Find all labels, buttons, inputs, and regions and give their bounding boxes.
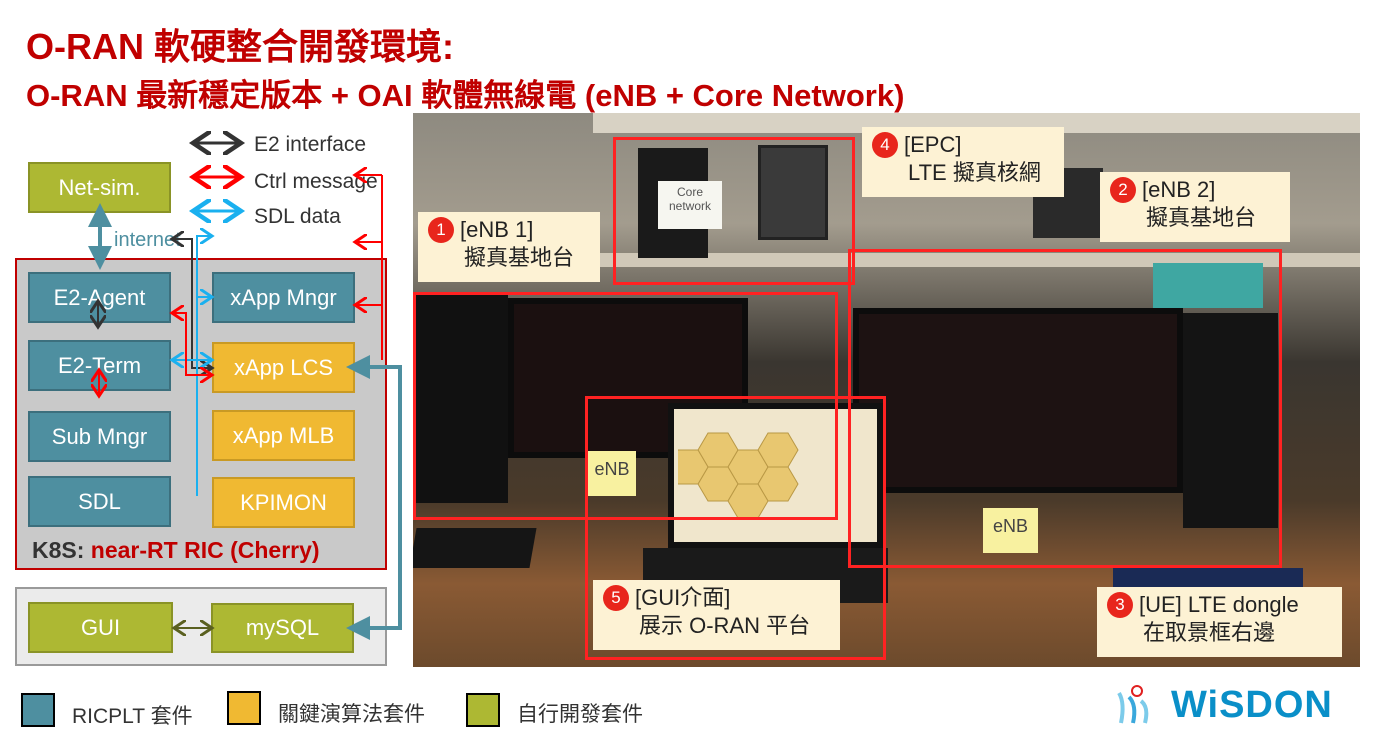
callout-number: 2 (1110, 177, 1136, 203)
callout-sub: LTE 擬真核網 (908, 160, 1041, 185)
k8s-name: near-RT RIC (Cherry) (90, 537, 320, 563)
legend-ctrl-label: Ctrl message (254, 170, 378, 193)
kpimon-box: KPIMON (212, 477, 355, 528)
sdl-box: SDL (28, 476, 171, 527)
callout-epc: 4[EPC] LTE 擬真核網 (862, 127, 1064, 197)
xapp-lcs-box: xApp LCS (212, 342, 355, 393)
callout-sub: 展示 O-RAN 平台 (639, 613, 811, 638)
callout-ue: 3[UE] LTE dongle 在取景框右邊 (1097, 587, 1342, 657)
callout-sub: 擬真基地台 (1146, 205, 1257, 230)
callout-title: [UE] LTE dongle (1139, 592, 1299, 617)
callout-sub: 在取景框右邊 (1143, 620, 1276, 645)
callout-number: 1 (428, 217, 454, 243)
algo-label: 關鍵演算法套件 (278, 703, 425, 726)
callout-title: [eNB 1] (460, 217, 534, 242)
callout-title: [eNB 2] (1142, 177, 1216, 202)
title-line2: O-RAN 最新穩定版本 + OAI 軟體無線電 (eNB + Core Net… (26, 78, 905, 113)
highlight-epc (613, 137, 855, 285)
core-network-note: Core network (658, 181, 722, 229)
callout-number: 5 (603, 585, 629, 611)
diagram-arrows (0, 110, 410, 670)
xapp-mlb-box: xApp MLB (212, 410, 355, 461)
gui-box: GUI (28, 602, 173, 653)
enb2-note: eNB (983, 508, 1038, 553)
self-label: 自行開發套件 (517, 703, 643, 726)
highlight-gui (585, 396, 886, 660)
logo-text: WiSDON (1171, 683, 1333, 726)
highlight-enb2 (848, 249, 1282, 568)
legend-sdl-label: SDL data (254, 205, 341, 228)
k8s-prefix: K8S: (32, 537, 85, 563)
callout-gui: 5[GUI介面] 展示 O-RAN 平台 (593, 580, 840, 650)
internet-label: internet (114, 229, 181, 251)
hexagon-map (678, 432, 799, 519)
ricplt-swatch (21, 693, 55, 727)
callout-enb1: 1[eNB 1] 擬真基地台 (418, 212, 600, 282)
callout-sub: 擬真基地台 (464, 245, 575, 270)
sub-mngr-box: Sub Mngr (28, 411, 171, 462)
ricplt-label: RICPLT 套件 (72, 705, 193, 728)
callout-enb2: 2[eNB 2] 擬真基地台 (1100, 172, 1290, 242)
highlight-enb1 (413, 292, 838, 520)
enb1-note: eNB (588, 451, 636, 496)
callout-title: [EPC] (904, 132, 962, 157)
legend-e2-label: E2 interface (254, 133, 367, 156)
wisdon-logo: WiSDON (1115, 683, 1333, 727)
wave-icon (1117, 685, 1149, 724)
callout-title: [GUI介面] (635, 585, 731, 610)
title-line1: O-RAN 軟硬整合開發環境: (26, 26, 454, 67)
mysql-box: mySQL (211, 603, 354, 653)
k8s-label: K8S: near-RT RIC (Cherry) (32, 537, 320, 564)
callout-number: 3 (1107, 592, 1133, 618)
algo-swatch (227, 691, 261, 725)
self-swatch (466, 693, 500, 727)
callout-number: 4 (872, 132, 898, 158)
